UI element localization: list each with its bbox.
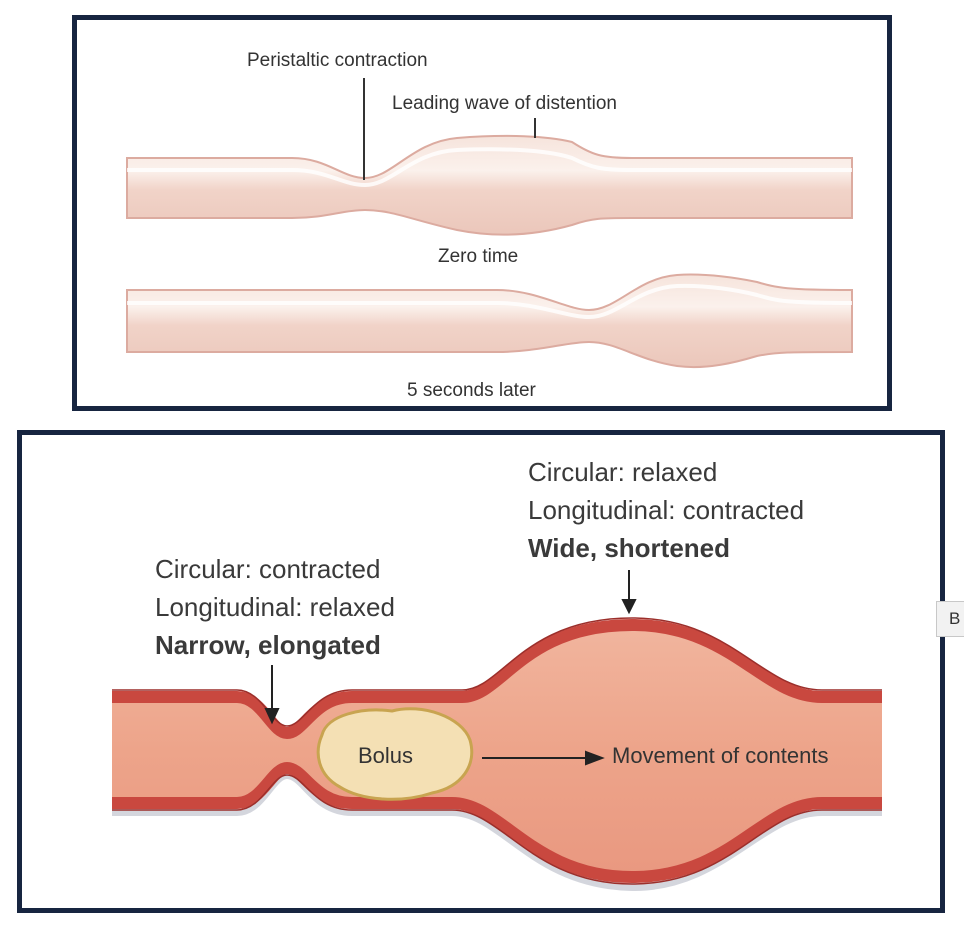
tube-zero-time xyxy=(126,134,853,236)
movement-of-contents-label: Movement of contents xyxy=(612,743,829,768)
muscle-action-panel: Circular: relaxed Longitudinal: contract… xyxy=(17,430,945,913)
relaxed-longitudinal-label: Longitudinal: relaxed xyxy=(155,592,395,622)
narrow-elongated-label: Narrow, elongated xyxy=(155,630,381,660)
movement-arrow-head xyxy=(585,750,605,766)
relaxed-circular-label: Circular: relaxed xyxy=(528,457,718,487)
side-tab-button[interactable]: B xyxy=(936,601,964,637)
leading-wave-label: Leading wave of distention xyxy=(392,93,617,114)
contracted-longitudinal-label: Longitudinal: contracted xyxy=(528,495,805,525)
tube-five-seconds xyxy=(126,273,853,369)
peristaltic-contraction-label: Peristaltic contraction xyxy=(247,50,428,71)
contracted-circular-label: Circular: contracted xyxy=(155,554,381,584)
bolus-label: Bolus xyxy=(358,743,414,768)
bolus-shape xyxy=(316,707,474,801)
wide-shortened-label: Wide, shortened xyxy=(528,533,731,563)
zero-time-label: Zero time xyxy=(438,246,519,267)
intestine-tube xyxy=(112,617,882,892)
wide-arrow-head xyxy=(621,599,637,615)
peristalsis-timeline-panel: Peristaltic contraction Leading wave of … xyxy=(72,15,892,411)
five-seconds-label: 5 seconds later xyxy=(407,380,536,401)
muscle-action-svg xyxy=(112,570,882,892)
peristalsis-timeline-svg xyxy=(126,78,853,369)
narrow-arrow-head xyxy=(264,708,280,725)
